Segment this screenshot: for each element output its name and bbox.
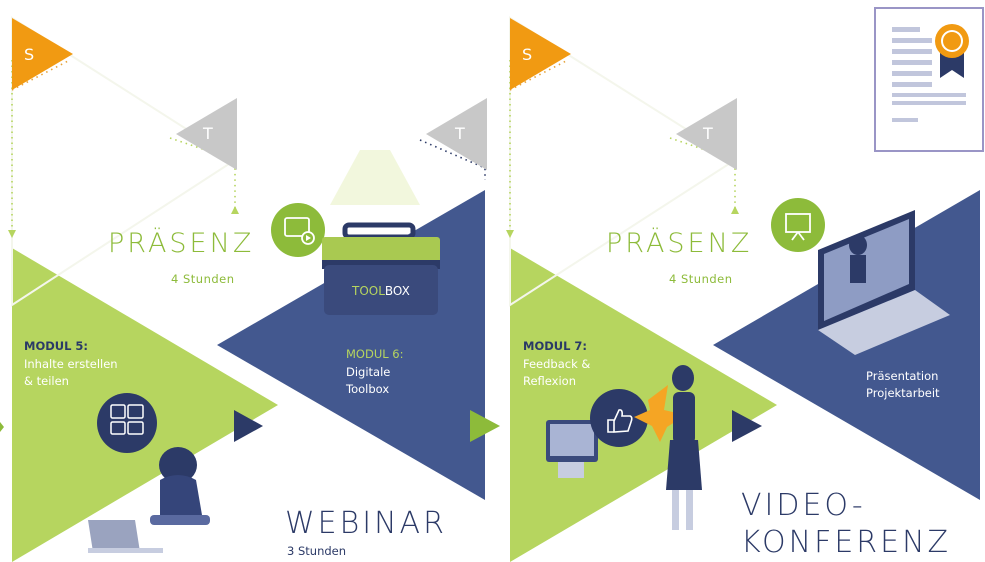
turn-flag-letter: T (203, 124, 213, 143)
start-flag-letter: S (522, 45, 533, 64)
content-share-icon (97, 393, 157, 453)
module-5-line1: Inhalte erstellen (24, 357, 118, 371)
media-content-icon (271, 203, 325, 257)
certificate-icon (874, 7, 984, 152)
presentation-line2: Projektarbeit (866, 386, 940, 400)
person-figure (634, 365, 702, 530)
module-6-line2: Toolbox (346, 382, 390, 396)
toolbox-label: TOOLBOX (352, 284, 410, 298)
laptop-icon (88, 447, 210, 553)
video-call-monitor-icon (546, 420, 598, 478)
module-5-title: MODUL 5: (24, 339, 89, 353)
start-flag-icon (510, 18, 571, 90)
module-5-line2: & teilen (24, 374, 69, 388)
thumbs-up-icon (590, 389, 648, 447)
praesenz-title-right: PRÄSENZ (606, 228, 753, 259)
start-flag-letter: S (24, 45, 35, 64)
toolbox-icon (322, 150, 440, 315)
presentation-line1: Präsentation (866, 369, 939, 383)
module-6-title: MODUL 6: (346, 347, 404, 361)
turn-flag-icon (676, 98, 737, 170)
play-arrow-icon (470, 410, 500, 442)
module-7-line2: Reflexion (523, 374, 576, 388)
praesenz-title-left: PRÄSENZ (108, 228, 255, 259)
play-arrow-icon (234, 410, 263, 442)
module-6-line1: Digitale (346, 365, 391, 379)
turn-flag-letter: T (703, 124, 713, 143)
turn-flag-icon (176, 98, 237, 170)
praesenz-hours-left: 4 Stunden (171, 272, 235, 286)
module-7-line1: Feedback & (523, 357, 591, 371)
turn-flag-icon (426, 98, 487, 170)
presentation-board-icon (771, 198, 825, 252)
videokonferenz-line2: KONFERENZ (741, 525, 952, 560)
play-arrow-icon (732, 410, 762, 442)
webinar-hours: 3 Stunden (287, 544, 347, 558)
webinar-title: WEBINAR (285, 506, 447, 541)
start-flag-icon (12, 18, 73, 90)
praesenz-hours-right: 4 Stunden (669, 272, 733, 286)
turn-flag-letter: T (455, 124, 465, 143)
videokonferenz-line1: VIDEO- (741, 488, 866, 523)
module-7-title: MODUL 7: (523, 339, 588, 353)
laptop-icon (818, 210, 950, 355)
